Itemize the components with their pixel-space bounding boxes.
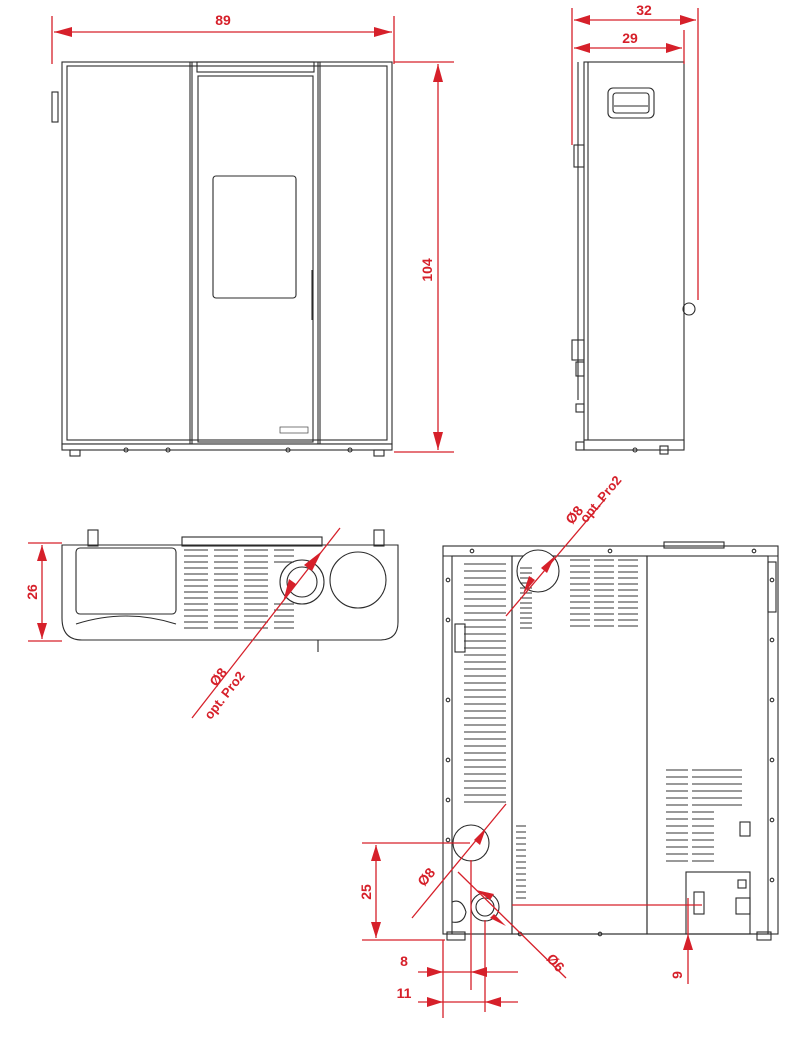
depth-body-label: 29: [622, 30, 638, 46]
dim-top-depth: [28, 542, 62, 642]
offset-2-label: 11: [397, 985, 412, 1001]
height-label: 104: [419, 258, 435, 282]
leader-rear-outlet: [505, 497, 607, 617]
leader-lower-outlet: [411, 803, 507, 919]
leader-top-outlet: [191, 527, 341, 719]
plug-height-label: 9: [669, 971, 685, 979]
dim-outlet-height: [362, 842, 470, 941]
top-view: [61, 529, 399, 652]
dim-depth-total: [571, 8, 699, 300]
top-depth-label: 26: [24, 584, 40, 600]
air-inlet-dia-label: Ø6: [544, 950, 569, 975]
leader-air-inlet: [457, 871, 567, 979]
front-view: [51, 61, 393, 457]
dim-offsets: [418, 860, 518, 1018]
rear-view: [442, 541, 779, 941]
width-label: 89: [215, 12, 231, 28]
outlet-height-label: 25: [358, 884, 374, 900]
dim-width: [51, 16, 395, 64]
offset-1-label: 8: [400, 953, 408, 969]
side-view: [571, 61, 696, 455]
dim-plug-height: [512, 898, 702, 984]
rear-outlet-note-label: opt. Pro2: [577, 473, 625, 526]
dim-depth-body: [574, 30, 685, 64]
dim-height: [394, 61, 454, 453]
depth-total-label: 32: [636, 2, 652, 18]
lower-outlet-dia-label: Ø8: [414, 864, 438, 889]
